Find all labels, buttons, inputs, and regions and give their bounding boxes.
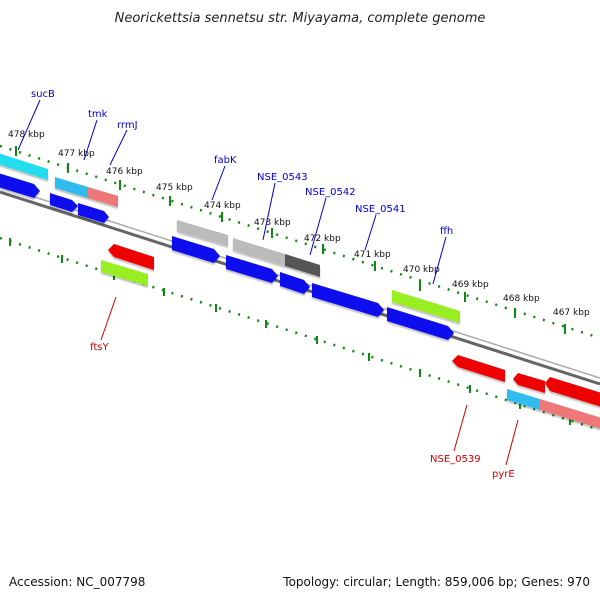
major-ticks-outer xyxy=(15,146,566,334)
gene-label-ftsY[interactable]: ftsY xyxy=(90,342,109,353)
feature-ffh-cds[interactable] xyxy=(387,307,454,340)
tick-label-475: 475 kbp xyxy=(156,183,193,193)
feature-NSE_0543-dark[interactable] xyxy=(285,254,320,277)
scale-labels: 478 kbp 477 kbp 476 kbp 475 kbp 474 kbp … xyxy=(8,130,590,318)
gene-label-rrmJ[interactable]: rrmJ xyxy=(117,120,138,131)
label-leaders-forward xyxy=(17,99,447,285)
feature-fabK[interactable] xyxy=(177,220,228,246)
gene-label-tmk[interactable]: tmk xyxy=(88,109,108,120)
gene-label-sucB[interactable]: sucB xyxy=(31,89,55,100)
gene-label-ffh[interactable]: ffh xyxy=(440,226,453,237)
feature-tmk[interactable] xyxy=(55,177,88,198)
feature-pyrE[interactable] xyxy=(507,389,540,410)
feature-rrmJ[interactable] xyxy=(88,187,118,207)
feature-pyrE-pink[interactable] xyxy=(540,399,600,430)
tick-label-468: 468 kbp xyxy=(503,294,540,304)
feature-sucB-cds[interactable] xyxy=(0,172,40,198)
gene-label-pyrE[interactable]: pyrE xyxy=(492,469,515,480)
gene-labels-reverse: ftsY NSE_0539 pyrE xyxy=(90,342,515,480)
gene-label-fabK[interactable]: fabK xyxy=(214,155,237,166)
gene-label-NSE_0541[interactable]: NSE_0541 xyxy=(355,204,406,215)
tick-label-470: 470 kbp xyxy=(403,265,440,275)
tick-label-469: 469 kbp xyxy=(452,280,489,290)
tick-label-473: 473 kbp xyxy=(254,218,291,228)
feature-pyrE-cds[interactable] xyxy=(513,373,545,393)
feature-NSE_0542-cds[interactable] xyxy=(280,272,310,294)
feature-sucB[interactable] xyxy=(0,152,48,180)
tick-label-477: 477 kbp xyxy=(58,149,95,159)
major-ticks-inner xyxy=(9,238,571,425)
tick-label-474: 474 kbp xyxy=(204,201,241,211)
tick-label-472: 472 kbp xyxy=(304,234,341,244)
gene-label-NSE_0542[interactable]: NSE_0542 xyxy=(305,187,356,198)
features-forward xyxy=(0,152,460,340)
tick-label-471: 471 kbp xyxy=(354,250,391,260)
gene-label-NSE_0543[interactable]: NSE_0543 xyxy=(257,172,308,183)
features-reverse xyxy=(101,244,600,430)
tick-label-478: 478 kbp xyxy=(8,130,45,140)
feature-ftsY-cds[interactable] xyxy=(108,244,154,270)
feature-NSE_0539-cds[interactable] xyxy=(452,355,505,382)
label-leaders-reverse xyxy=(100,296,519,466)
feature-fabK-cds[interactable] xyxy=(172,236,220,263)
tick-label-476: 476 kbp xyxy=(106,167,143,177)
map-title: Neorickettsia sennetsu str. Miyayama, co… xyxy=(115,11,486,26)
feature-NSE_0543[interactable] xyxy=(233,238,285,266)
feature-pyrE-cds-2[interactable] xyxy=(545,377,600,408)
feature-NSE_0543-cds[interactable] xyxy=(226,255,278,283)
feature-ffh[interactable] xyxy=(392,290,460,323)
gene-label-NSE_0539[interactable]: NSE_0539 xyxy=(430,454,481,465)
feature-ftsY[interactable] xyxy=(101,260,148,286)
accession-text: Accession: NC_007798 xyxy=(9,575,145,589)
feature-tmk-cds[interactable] xyxy=(50,193,78,212)
feature-NSE_0541-cds[interactable] xyxy=(312,283,384,317)
gene-labels-forward: sucB tmk rrmJ fabK NSE_0543 NSE_0542 NSE… xyxy=(31,89,453,237)
tick-label-467: 467 kbp xyxy=(553,308,590,318)
feature-rrmJ-cds[interactable] xyxy=(78,203,109,223)
genome-summary-text: Topology: circular; Length: 859,006 bp; … xyxy=(282,575,590,589)
